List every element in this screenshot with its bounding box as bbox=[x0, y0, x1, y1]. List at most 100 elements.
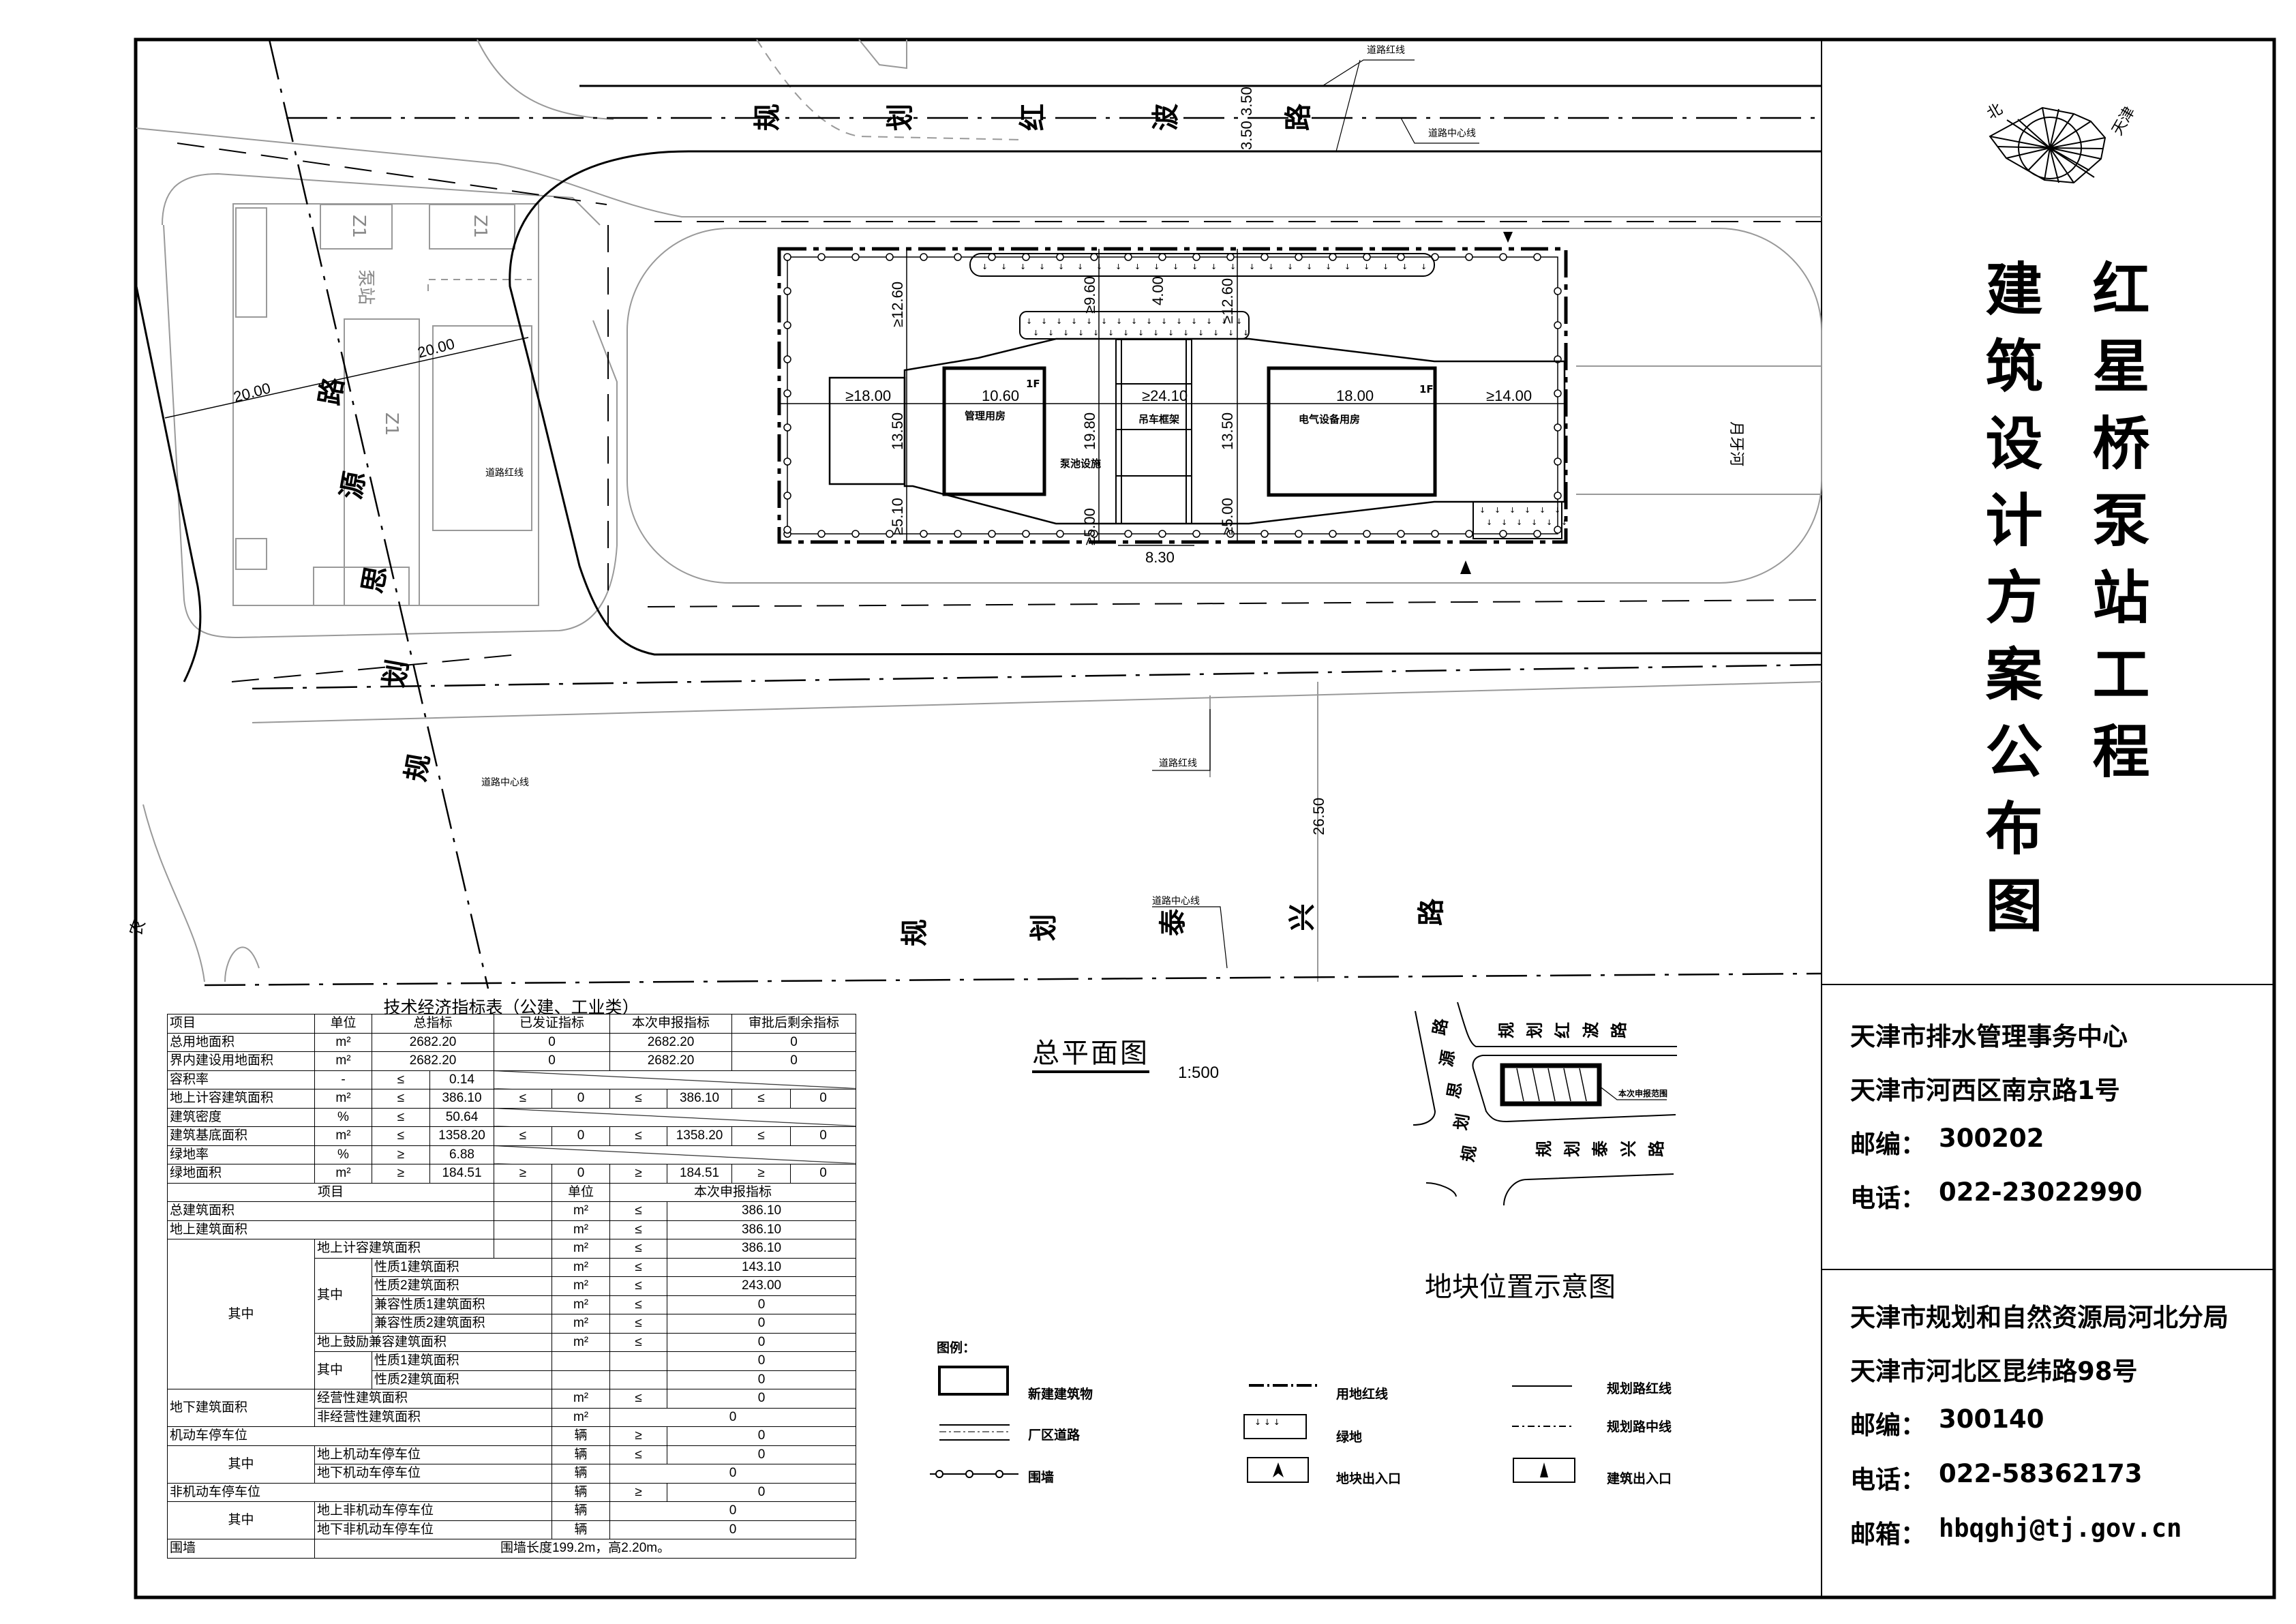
road-label-char: 划 bbox=[1525, 1022, 1544, 1038]
green-mark: ↓ bbox=[1039, 262, 1045, 271]
cell: 地上建筑面积 bbox=[166, 1220, 495, 1239]
cell bbox=[494, 1239, 553, 1259]
road-label-char: 划 bbox=[378, 657, 414, 689]
green-mark: ↓ bbox=[1306, 262, 1312, 271]
location-map-title: 地块位置示意图 bbox=[1425, 1272, 1616, 1303]
fence-post bbox=[1554, 492, 1562, 500]
applicant-postcode: 邮编：300202 bbox=[1850, 1124, 2044, 1160]
cell: 1358.20 bbox=[667, 1126, 733, 1146]
email-value[interactable]: hbqghj@tj.gov.cn bbox=[1939, 1514, 2182, 1543]
cell: m² bbox=[552, 1407, 611, 1427]
cell: 建筑基底面积 bbox=[167, 1126, 315, 1146]
cell: 辆 bbox=[552, 1501, 611, 1521]
green-mark: ↓ bbox=[1063, 329, 1069, 337]
cell: m² bbox=[552, 1295, 611, 1314]
dim-pool-depth: 19.80 bbox=[1081, 412, 1098, 450]
road-label-char: 兴 bbox=[1287, 904, 1318, 931]
cell: 243.00 bbox=[667, 1276, 857, 1296]
cell: ≤ bbox=[609, 1220, 668, 1239]
road-label-char: 划 bbox=[1029, 914, 1060, 942]
cell: 围墙长度199.2m，高2.20m。 bbox=[314, 1539, 857, 1559]
header-cell: 项目 bbox=[166, 1182, 495, 1202]
green-mark: ↓ bbox=[1115, 262, 1121, 271]
drawing-frame bbox=[134, 37, 2276, 1599]
green-mark: ↓ bbox=[1501, 518, 1507, 527]
cell: 0 bbox=[609, 1520, 857, 1539]
table-row: 建筑密度% ≤50.64 bbox=[167, 1107, 857, 1127]
fence-post bbox=[1022, 530, 1030, 538]
cell: 非机动车停车位 bbox=[166, 1482, 553, 1502]
road-label-char: 规 bbox=[752, 104, 783, 131]
cell bbox=[494, 1201, 553, 1221]
cell: ≤ bbox=[609, 1257, 668, 1277]
road-label-char: 规 bbox=[899, 919, 931, 946]
fence-post bbox=[988, 253, 996, 261]
applicant-phone: 电话：022-23022990 bbox=[1850, 1177, 2143, 1214]
road-label-char: 红 bbox=[1554, 1022, 1573, 1038]
empty-diagonal-cell bbox=[494, 1070, 857, 1089]
green-mark: ↓ bbox=[1561, 518, 1567, 527]
phone-label: 电话： bbox=[1850, 1184, 1926, 1213]
table-row: 地下非机动车停车位 辆 0 bbox=[168, 1520, 857, 1539]
fence-post bbox=[1124, 530, 1132, 538]
fence-post bbox=[1226, 253, 1235, 261]
postcode-label: 邮编： bbox=[1850, 1411, 1926, 1440]
compass-rose-icon bbox=[1989, 106, 2106, 184]
green-mark: ↓ bbox=[1048, 329, 1054, 337]
green-mark: ↓ bbox=[1539, 506, 1545, 515]
dim-taixing: 26.50 bbox=[1310, 798, 1327, 835]
road-label-char: 红 bbox=[1018, 104, 1049, 131]
cell: ≤ bbox=[372, 1089, 430, 1109]
green-mark: ↓ bbox=[1524, 506, 1530, 515]
project-title: 红星桥泵站工程 bbox=[2083, 259, 2150, 798]
empty-diagonal-cell bbox=[494, 1107, 857, 1127]
road-label-char: 规 bbox=[1497, 1022, 1516, 1038]
leader-lines bbox=[1152, 59, 1479, 969]
cell: m² bbox=[552, 1201, 611, 1221]
road-label-char: 波 bbox=[1150, 104, 1181, 131]
fence-post bbox=[1226, 530, 1235, 538]
fence-post bbox=[783, 321, 791, 329]
green-mark: ↓ bbox=[1509, 506, 1515, 515]
legend-label-site-entrance: 地块出入口 bbox=[1336, 1471, 1402, 1486]
cell bbox=[552, 1370, 611, 1389]
fence bbox=[783, 253, 1562, 538]
green-mark: ↓ bbox=[1236, 317, 1242, 326]
cell: 386.10 bbox=[667, 1239, 857, 1259]
fence-post bbox=[1554, 287, 1562, 295]
fence-post bbox=[1260, 253, 1269, 261]
fence-post bbox=[1090, 530, 1098, 538]
table-row: 绿地率% ≥6.88 bbox=[167, 1145, 857, 1164]
group-cell: 其中 bbox=[167, 1239, 315, 1389]
phone-label: 电话： bbox=[1850, 1465, 1926, 1494]
dim-south-w: ≥5.10 bbox=[889, 498, 906, 535]
cell bbox=[552, 1351, 611, 1371]
cell: 地下机动车停车位 bbox=[314, 1464, 553, 1484]
fence-post bbox=[817, 253, 826, 261]
table-row: 性质2建筑面积 0 bbox=[168, 1370, 857, 1389]
fence-post bbox=[1499, 253, 1507, 261]
dim-depth-w: 13.50 bbox=[889, 412, 906, 450]
fence-post bbox=[1554, 423, 1562, 432]
cell: 辆 bbox=[552, 1445, 611, 1464]
green-mark: ↓ bbox=[1138, 329, 1144, 337]
fence-post bbox=[1022, 253, 1030, 261]
cell: 兼容性质2建筑面积 bbox=[371, 1314, 553, 1334]
authority-email: 邮箱：hbqghj@tj.gov.cn bbox=[1850, 1514, 2181, 1550]
cell: 0 bbox=[667, 1370, 857, 1389]
cell: ≤ bbox=[609, 1314, 668, 1334]
legend-title: 图例： bbox=[937, 1340, 976, 1355]
label-river: 月牙河 bbox=[1727, 421, 1744, 466]
green-mark: ↓ bbox=[1221, 317, 1227, 326]
legend-label-fence: 围墙 bbox=[1028, 1470, 1055, 1485]
cell: 建筑密度 bbox=[167, 1107, 315, 1127]
cell: 0 bbox=[667, 1445, 857, 1464]
green-mark: ↓ bbox=[1243, 329, 1249, 337]
note-red-line-west: 道路红线 bbox=[485, 468, 524, 479]
fence-post bbox=[1397, 253, 1405, 261]
cell: 地下非机动车停车位 bbox=[314, 1520, 553, 1539]
cell: 0 bbox=[731, 1032, 857, 1052]
